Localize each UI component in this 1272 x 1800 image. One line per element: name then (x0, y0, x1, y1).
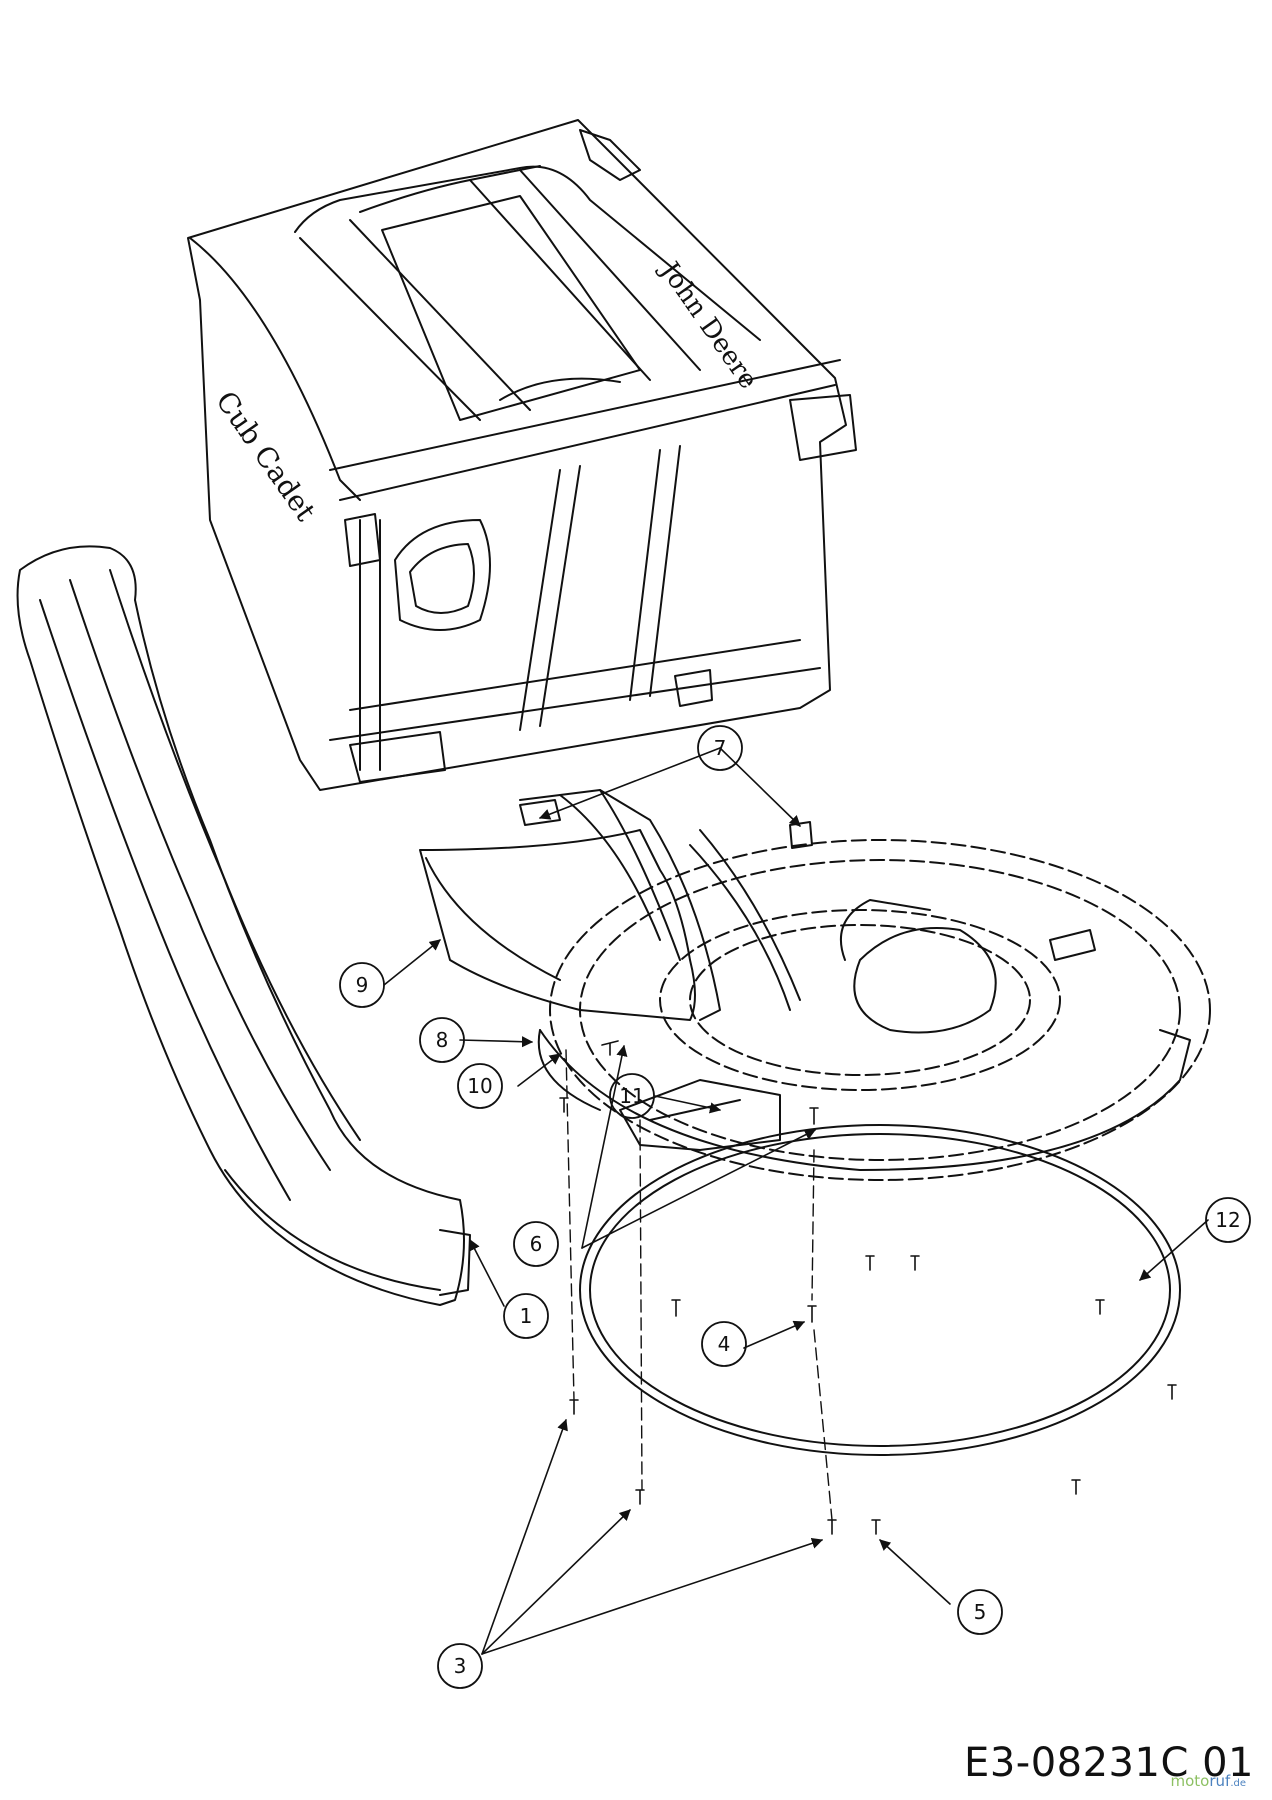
callout-3: 3 (454, 1654, 467, 1678)
alignment-lines (565, 1049, 833, 1521)
callout-11: 11 (619, 1084, 644, 1108)
callout-10: 10 (467, 1074, 492, 1098)
callout-12: 12 (1215, 1208, 1240, 1232)
callout-5: 5 (974, 1600, 987, 1624)
callout-4: 4 (718, 1332, 731, 1356)
mulch-baffle (419, 789, 813, 1021)
deck-body (537, 899, 1191, 1171)
callout-circles (339, 725, 1251, 1689)
callout-7: 7 (714, 736, 727, 760)
grass-bag: Cub Cadet John Deere (187, 119, 857, 791)
drawing-number: E3-08231C 01 (964, 1740, 1254, 1786)
mower-deck (549, 839, 1211, 1181)
callout-9: 9 (356, 973, 369, 997)
watermark-part2: ruf (1209, 1772, 1231, 1790)
bolts (559, 1040, 1177, 1535)
callout-numbers: 1 3 4 5 6 7 8 9 10 11 12 (356, 736, 1241, 1678)
callout-1: 1 (520, 1304, 533, 1328)
leader-lines (383, 747, 1209, 1655)
brand-logo-cub-cadet: Cub Cadet (209, 385, 323, 528)
watermark-suffix: .de (1230, 1778, 1246, 1789)
watermark-logo: motoruf.de (1170, 1772, 1246, 1790)
deck-ring (579, 1124, 1181, 1456)
brand-logo-rear: John Deere (653, 254, 764, 394)
watermark-part1: moto (1170, 1772, 1210, 1790)
callout-8: 8 (436, 1028, 449, 1052)
discharge-chute (16, 545, 471, 1306)
callout-6: 6 (530, 1232, 543, 1256)
